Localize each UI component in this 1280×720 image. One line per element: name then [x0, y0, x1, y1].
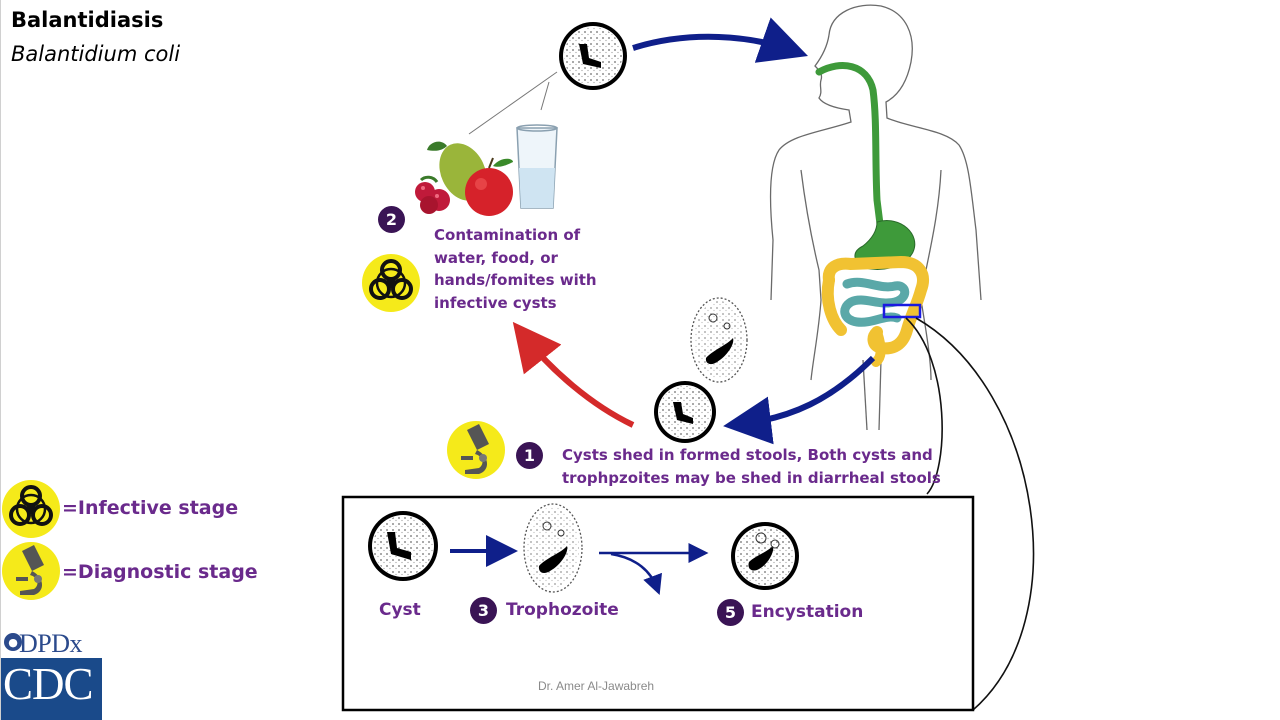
biohazard-icon — [362, 254, 420, 312]
zoom-line-upper — [905, 317, 943, 495]
microscope-icon — [2, 542, 60, 600]
stages-box — [341, 495, 975, 712]
step-1-description: Cysts shed in formed stools, Both cysts … — [562, 444, 962, 489]
trophozoite-multiplication-arrow — [610, 552, 662, 596]
step-2-line: infective cysts — [434, 293, 557, 312]
fruit-icon — [415, 141, 513, 216]
cdc-logo: CDC — [3, 659, 94, 709]
ingestion-arrow — [632, 17, 808, 63]
water-glass-icon — [516, 124, 558, 209]
callout-line-right — [540, 81, 550, 111]
cyst-label: Cyst — [379, 600, 421, 620]
cyst-icon — [654, 381, 716, 443]
step-5-number: 5 — [717, 599, 744, 626]
cyst-icon — [559, 22, 627, 90]
trophozoite-icon — [523, 503, 583, 593]
trophozoite-label: Trophozoite — [506, 600, 619, 620]
diagram-title: Balantidiasis — [11, 8, 164, 32]
digestive-tract — [815, 62, 929, 367]
human-body-icon — [769, 4, 982, 431]
legend-infective-label: =Infective stage — [62, 497, 239, 519]
biohazard-icon — [2, 480, 60, 538]
credit-text: Dr. Amer Al-Jawabreh — [538, 679, 655, 693]
step-1-line: Cysts shed in formed stools, Both cysts … — [562, 446, 933, 464]
diagram-subtitle: Balantidium coli — [11, 42, 181, 66]
step-2-number: 2 — [378, 206, 405, 233]
step-2-description: Contamination of water, food, or hands/f… — [434, 224, 614, 314]
step-2-line: hands/fomites with — [434, 271, 597, 289]
step-2-line: water, food, or — [434, 248, 558, 267]
dpdx-logo-mark: ● — [4, 633, 22, 651]
encystation-label: Encystation — [751, 602, 864, 622]
cdc-logo-box — [1, 658, 102, 720]
contamination-arrow — [512, 321, 635, 428]
zoom-line-lower — [915, 317, 1035, 711]
dpdx-logo: DPDx — [19, 629, 83, 658]
legend-diagnostic-label: =Diagnostic stage — [62, 561, 258, 583]
step-2-line: Contamination of — [434, 226, 581, 244]
cyst-icon — [368, 511, 438, 581]
microscope-icon — [447, 421, 505, 479]
excretion-arrow — [723, 355, 876, 445]
step-3-number: 3 — [470, 597, 497, 624]
step-1-number: 1 — [516, 442, 543, 469]
trophozoite-icon — [690, 297, 748, 383]
cyst-icon — [731, 522, 799, 590]
step-1-line: trophpzoites may be shed in diarrheal st… — [562, 468, 941, 487]
callout-line-left — [468, 71, 558, 135]
